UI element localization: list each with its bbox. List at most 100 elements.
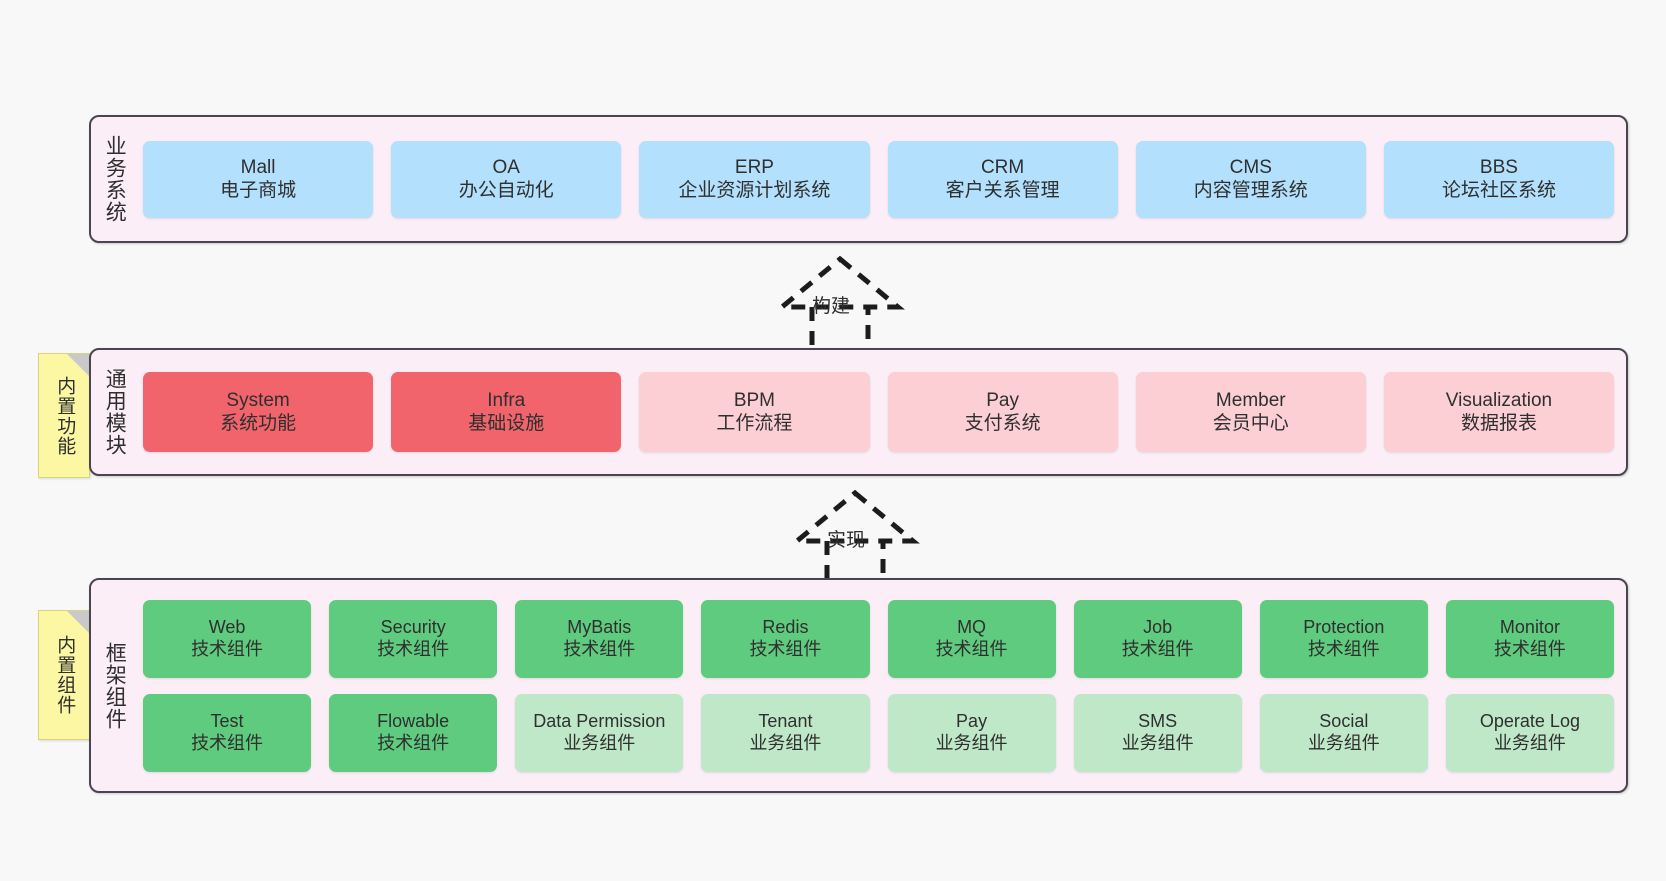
card-erp-desc: 企业资源计划系统	[678, 180, 831, 201]
card-sms-name: SMS	[1138, 710, 1178, 731]
business-card-row: Mall 电子商城 OA 办公自动化 ERP 企业资源计划系统 CRM 客户关系…	[143, 140, 1615, 218]
card-pay-component[interactable]: Pay 业务组件	[887, 693, 1056, 772]
card-pay-component-desc: 业务组件	[935, 732, 1008, 753]
card-security[interactable]: Security 技术组件	[329, 599, 498, 678]
card-visualization[interactable]: Visualization 数据报表	[1383, 372, 1615, 452]
card-sms-desc: 业务组件	[1121, 732, 1194, 753]
card-monitor-desc: 技术组件	[1493, 638, 1566, 659]
card-protection-desc: 技术组件	[1307, 638, 1380, 659]
card-protection-name: Protection	[1303, 616, 1385, 637]
card-data-permission-name: Data Permission	[533, 710, 666, 731]
card-operate-log-name: Operate Log	[1479, 710, 1580, 731]
card-mybatis-desc: 技术组件	[563, 638, 636, 659]
framework-business-row: Test 技术组件 Flowable 技术组件 Data Permission …	[143, 693, 1614, 772]
card-pay-module-name: Pay	[986, 389, 1019, 411]
card-oa[interactable]: OA 办公自动化	[391, 140, 622, 218]
card-oa-desc: 办公自动化	[458, 180, 554, 201]
card-mall[interactable]: Mall 电子商城	[143, 140, 374, 218]
card-crm[interactable]: CRM 客户关系管理	[887, 140, 1118, 218]
card-job-desc: 技术组件	[1121, 638, 1194, 659]
card-erp[interactable]: ERP 企业资源计划系统	[639, 140, 870, 218]
card-system-name: System	[226, 389, 290, 411]
card-system-desc: 系统功能	[220, 413, 297, 434]
card-mq-desc: 技术组件	[935, 638, 1008, 659]
card-web-name: Web	[208, 616, 246, 637]
card-bbs-name: BBS	[1479, 156, 1518, 178]
card-pay-module[interactable]: Pay 支付系统	[887, 372, 1118, 452]
note-builtin-component: 内置组件	[38, 610, 90, 740]
card-test-name: Test	[210, 710, 244, 731]
card-data-permission[interactable]: Data Permission 业务组件	[515, 693, 684, 772]
layer-common-modules-body: System 系统功能 Infra 基础设施 BPM 工作流程 Pay 支付系统…	[137, 350, 1626, 474]
card-infra[interactable]: Infra 基础设施	[391, 372, 622, 452]
card-pay-component-name: Pay	[956, 710, 988, 731]
card-redis-name: Redis	[762, 616, 809, 637]
card-infra-desc: 基础设施	[468, 413, 545, 434]
card-erp-name: ERP	[734, 156, 774, 178]
card-mybatis-name: MyBatis	[567, 616, 632, 637]
connector-build-label: 构建	[812, 296, 851, 317]
connector-build: 构建	[750, 253, 930, 363]
card-infra-name: Infra	[487, 389, 526, 411]
card-monitor-name: Monitor	[1499, 616, 1560, 637]
card-bbs-desc: 论坛社区系统	[1441, 180, 1556, 201]
card-oa-name: OA	[492, 156, 520, 178]
framework-tech-row: Web 技术组件 Security 技术组件 MyBatis 技术组件 Redi…	[143, 599, 1614, 678]
card-system[interactable]: System 系统功能	[143, 372, 374, 452]
card-pay-module-desc: 支付系统	[964, 413, 1041, 434]
card-mybatis[interactable]: MyBatis 技术组件	[515, 599, 684, 678]
card-redis-desc: 技术组件	[749, 638, 822, 659]
note-builtin-component-label: 内置组件	[54, 635, 76, 715]
card-social[interactable]: Social 业务组件	[1259, 693, 1428, 772]
card-mq-name: MQ	[957, 616, 987, 637]
card-redis[interactable]: Redis 技术组件	[701, 599, 870, 678]
card-test-desc: 技术组件	[191, 732, 264, 753]
connector-implement-label: 实现	[827, 530, 866, 551]
card-data-permission-desc: 业务组件	[563, 732, 636, 753]
card-security-desc: 技术组件	[377, 638, 450, 659]
layer-framework-components-title: 框架组件	[103, 641, 127, 730]
layer-business-system-body: Mall 电子商城 OA 办公自动化 ERP 企业资源计划系统 CRM 客户关系…	[137, 117, 1626, 241]
card-social-desc: 业务组件	[1307, 732, 1380, 753]
card-tenant-name: Tenant	[758, 710, 813, 731]
card-web-desc: 技术组件	[191, 638, 264, 659]
layer-common-modules-title: 通用模块	[103, 368, 127, 456]
card-tenant-desc: 业务组件	[749, 732, 822, 753]
card-operate-log[interactable]: Operate Log 业务组件	[1445, 693, 1614, 772]
card-tenant[interactable]: Tenant 业务组件	[701, 693, 870, 772]
card-cms-name: CMS	[1229, 156, 1272, 178]
layer-framework-components: 框架组件 Web 技术组件 Security 技术组件 MyBatis 技术组件…	[89, 578, 1628, 793]
card-monitor[interactable]: Monitor 技术组件	[1445, 599, 1614, 678]
card-member[interactable]: Member 会员中心	[1135, 372, 1366, 452]
card-social-name: Social	[1319, 710, 1369, 731]
card-flowable[interactable]: Flowable 技术组件	[329, 693, 498, 772]
card-bpm[interactable]: BPM 工作流程	[639, 372, 870, 452]
card-visualization-desc: 数据报表	[1460, 413, 1537, 434]
card-job-name: Job	[1143, 616, 1173, 637]
card-security-name: Security	[380, 616, 446, 637]
layer-framework-components-body: Web 技术组件 Security 技术组件 MyBatis 技术组件 Redi…	[137, 580, 1626, 791]
card-mq[interactable]: MQ 技术组件	[887, 599, 1056, 678]
card-crm-desc: 客户关系管理	[945, 180, 1060, 201]
card-cms[interactable]: CMS 内容管理系统	[1135, 140, 1366, 218]
layer-business-system: 业务系统 Mall 电子商城 OA 办公自动化 ERP 企业资源计划系统 CRM…	[89, 115, 1628, 243]
card-bpm-desc: 工作流程	[716, 413, 793, 434]
card-bbs[interactable]: BBS 论坛社区系统	[1383, 140, 1615, 218]
card-protection[interactable]: Protection 技术组件	[1259, 599, 1428, 678]
card-sms[interactable]: SMS 业务组件	[1073, 693, 1242, 772]
card-flowable-name: Flowable	[377, 710, 450, 731]
card-job[interactable]: Job 技术组件	[1073, 599, 1242, 678]
card-member-name: Member	[1215, 389, 1286, 411]
card-test[interactable]: Test 技术组件	[143, 693, 312, 772]
card-member-desc: 会员中心	[1212, 413, 1289, 434]
card-flowable-desc: 技术组件	[377, 732, 450, 753]
layer-common-modules: 通用模块 System 系统功能 Infra 基础设施 BPM 工作流程 Pay…	[89, 348, 1628, 476]
card-crm-name: CRM	[980, 156, 1025, 178]
card-mall-name: Mall	[240, 156, 276, 178]
common-card-row: System 系统功能 Infra 基础设施 BPM 工作流程 Pay 支付系统…	[143, 372, 1615, 452]
note-builtin-function-label: 内置功能	[54, 375, 76, 456]
card-cms-desc: 内容管理系统	[1193, 180, 1308, 201]
card-visualization-name: Visualization	[1445, 389, 1553, 411]
card-operate-log-desc: 业务组件	[1493, 732, 1566, 753]
card-web[interactable]: Web 技术组件	[143, 599, 312, 678]
